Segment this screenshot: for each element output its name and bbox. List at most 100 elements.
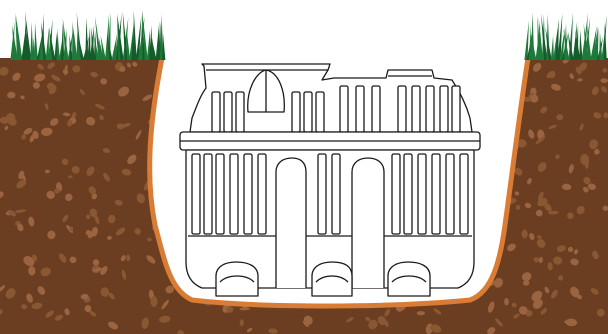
- pebble: [493, 179, 499, 185]
- pebble: [339, 58, 343, 67]
- pebble: [339, 57, 348, 66]
- upper-rib: [452, 86, 460, 132]
- pebble: [461, 76, 470, 86]
- pebble: [489, 217, 497, 228]
- lower-rib: [332, 154, 340, 234]
- pebble: [181, 70, 193, 80]
- pebble: [172, 118, 180, 128]
- pebble: [445, 289, 452, 297]
- pebble: [162, 197, 175, 209]
- upper-rib: [412, 86, 420, 132]
- upper-rib: [304, 92, 312, 132]
- pebble: [289, 294, 295, 299]
- pebble: [601, 78, 608, 83]
- pebble: [468, 72, 475, 83]
- lower-rib: [392, 154, 400, 234]
- lower-rib: [404, 154, 412, 234]
- tank-foot-middle: [312, 262, 352, 296]
- pebble: [174, 238, 180, 245]
- pebble: [281, 58, 287, 62]
- grass-blade: [551, 36, 554, 60]
- pebble: [259, 287, 271, 301]
- pebble: [492, 104, 498, 115]
- pebble: [158, 216, 165, 223]
- grass-blade: [134, 10, 137, 60]
- pebble: [485, 186, 493, 194]
- upper-rib: [340, 86, 348, 132]
- upper-rib: [426, 86, 434, 132]
- grass-blade: [57, 29, 60, 60]
- pebble: [484, 190, 493, 203]
- pebble: [490, 183, 501, 192]
- upper-rib: [356, 86, 364, 132]
- pebble: [480, 202, 491, 212]
- upper-rib: [440, 86, 448, 132]
- chamber-arch-right: [352, 158, 384, 288]
- pebble: [494, 91, 504, 101]
- pebble: [494, 125, 502, 131]
- pebble: [371, 58, 383, 69]
- upper-rib: [398, 86, 406, 132]
- pebble: [174, 260, 184, 267]
- lower-rib: [258, 154, 266, 234]
- upper-rib: [212, 92, 220, 132]
- pebble: [484, 103, 493, 110]
- lower-rib: [418, 154, 426, 234]
- pebble: [412, 56, 424, 65]
- upper-rib: [292, 92, 300, 132]
- grass-right: [524, 12, 606, 60]
- pebble: [467, 280, 476, 289]
- grass-blade: [35, 22, 38, 60]
- pebble: [126, 255, 130, 262]
- pebble: [488, 176, 494, 184]
- pebble: [344, 61, 356, 74]
- lower-rib: [216, 154, 224, 234]
- pebble: [487, 77, 494, 84]
- pebble: [482, 268, 487, 273]
- pebble: [352, 289, 364, 293]
- grass-blade: [579, 30, 582, 60]
- lower-rib: [204, 154, 212, 234]
- pebble: [484, 231, 494, 244]
- pebble: [493, 84, 498, 90]
- pebble: [472, 287, 478, 293]
- lower-rib: [230, 154, 238, 234]
- lower-rib: [318, 154, 326, 234]
- upper-rib: [316, 92, 324, 132]
- pebble: [496, 100, 505, 109]
- pebble: [173, 78, 180, 86]
- lower-rib: [192, 154, 200, 234]
- upper-rib: [372, 86, 380, 132]
- pebble: [483, 83, 496, 94]
- upper-rib: [224, 92, 232, 132]
- lower-rib: [446, 154, 454, 234]
- pebble: [185, 88, 190, 94]
- pebble: [449, 71, 455, 77]
- tank-foot-left: [216, 262, 258, 296]
- grass-left: [10, 10, 165, 60]
- tank-foot-right: [388, 262, 430, 296]
- lower-rib: [432, 154, 440, 234]
- lower-rib: [244, 154, 252, 234]
- pebble: [490, 194, 501, 207]
- pebble: [168, 115, 173, 123]
- pebble: [189, 67, 195, 73]
- grass-blade: [162, 33, 165, 60]
- pebble: [169, 261, 179, 271]
- upper-rib: [236, 92, 244, 132]
- pebble: [168, 173, 179, 184]
- lower-rib: [460, 154, 468, 234]
- pebble: [483, 165, 494, 172]
- pebble: [502, 164, 508, 169]
- pebble: [240, 319, 244, 326]
- pebble: [477, 249, 489, 260]
- pebble: [170, 170, 181, 179]
- pebble: [498, 82, 510, 90]
- pebble: [163, 142, 173, 152]
- pebble: [166, 207, 175, 218]
- pebble: [488, 241, 500, 253]
- pebble: [167, 182, 176, 190]
- chamber-arch-left: [276, 158, 306, 288]
- pebble: [522, 230, 528, 239]
